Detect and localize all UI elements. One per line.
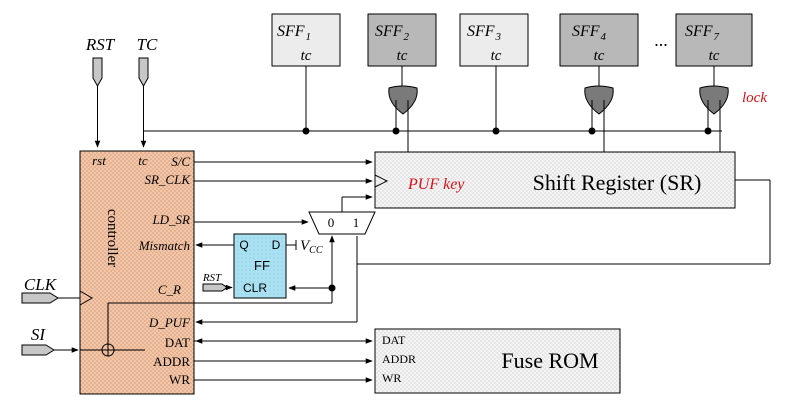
sff-ellipsis: ...	[654, 30, 668, 50]
sff-row: SFF1 tc SFF2 tc SFF3 tc SFF4 tc ... SFF7…	[271, 13, 753, 67]
sff-cell-3	[459, 13, 529, 67]
pin-dat: DAT	[165, 335, 190, 350]
sff-cell-2	[367, 13, 437, 67]
sff-cell-2-port: tc	[397, 48, 408, 64]
ff-name: FF	[254, 258, 270, 273]
input-si: SI	[21, 325, 79, 356]
bus-junctions	[302, 127, 712, 135]
ff-rst-input: RST	[202, 272, 233, 292]
pin-addr: ADDR	[153, 354, 190, 369]
or-gates	[388, 85, 729, 115]
controller-tc-pin: tc	[138, 153, 148, 168]
sff-cell-7-name: SFF7	[685, 23, 720, 43]
controller-rst-pin: rst	[92, 153, 106, 168]
pin-mismatch: Mismatch	[138, 238, 190, 253]
controller-pins: S/C SR_CLK LD_SR Mismatch C_R D_PUF DAT …	[138, 154, 192, 387]
ff-d: D	[272, 238, 281, 252]
tc-label: TC	[137, 35, 158, 54]
input-rst: RST	[85, 35, 116, 148]
d-puf-wire	[195, 236, 358, 325]
ff-rst-label: RST	[202, 272, 222, 284]
or-gate-4	[584, 85, 614, 115]
pin-c-r: C_R	[158, 282, 181, 297]
sr-clock-marker	[374, 174, 389, 188]
pin-ld-sr: LD_SR	[151, 212, 190, 227]
mux-in1: 1	[353, 215, 360, 230]
sff-cell-4	[559, 13, 639, 67]
sff-cell-1-name: SFF1	[277, 23, 311, 43]
fuse-rom-label: Fuse ROM	[501, 348, 598, 373]
pin-d-puf: D_PUF	[148, 315, 191, 330]
shift-register-label: Shift Register (SR)	[533, 170, 702, 195]
mux-in0: 0	[328, 215, 335, 230]
controller-block	[79, 150, 195, 395]
lock-label: lock	[742, 90, 767, 106]
fuse-rom-pin-wr: WR	[382, 371, 401, 385]
sff-cell-7-port: tc	[709, 48, 720, 64]
sff-cell-7	[675, 13, 753, 67]
or-gate-2	[388, 85, 418, 115]
ff-block	[233, 233, 287, 299]
sff-cell-3-name: SFF3	[467, 23, 502, 43]
ff-vcc: VCC	[300, 238, 323, 256]
sff-cell-1-port: tc	[301, 48, 312, 64]
sff-cell-1	[271, 13, 341, 67]
pin-wr: WR	[169, 372, 190, 387]
sff-cell-4-name: SFF4	[572, 23, 607, 43]
si-xor	[80, 302, 332, 357]
controller-title: controller	[104, 209, 120, 267]
or-gate-7	[699, 85, 729, 115]
top-wires	[143, 66, 722, 152]
fuse-rom-pin-dat: DAT	[382, 333, 406, 347]
sff-cell-2-name: SFF2	[375, 23, 410, 43]
ff-clr-junction	[328, 284, 336, 292]
si-label: SI	[31, 325, 47, 344]
input-clk: CLK	[21, 275, 93, 306]
mux	[308, 211, 376, 235]
mux-wires	[194, 194, 373, 303]
clk-label: CLK	[24, 275, 58, 294]
ff-q: Q	[239, 238, 248, 252]
shift-register-block	[374, 151, 736, 209]
controller-to-sr-wires	[194, 159, 373, 184]
rst-label: RST	[85, 35, 116, 54]
ff-clr: CLR	[243, 281, 267, 295]
pin-sr-clk: SR_CLK	[144, 172, 191, 187]
puf-key-label: PUF key	[407, 176, 465, 193]
fuse-rom-block	[374, 328, 621, 394]
controller-to-rom-wires	[194, 341, 373, 383]
pin-sc: S/C	[171, 154, 190, 169]
sff-cell-3-port: tc	[491, 48, 502, 64]
ff-wires	[195, 240, 330, 291]
input-tc: TC	[137, 35, 158, 148]
fuse-rom-pin-addr: ADDR	[382, 352, 416, 366]
sff-cell-4-port: tc	[594, 48, 605, 64]
